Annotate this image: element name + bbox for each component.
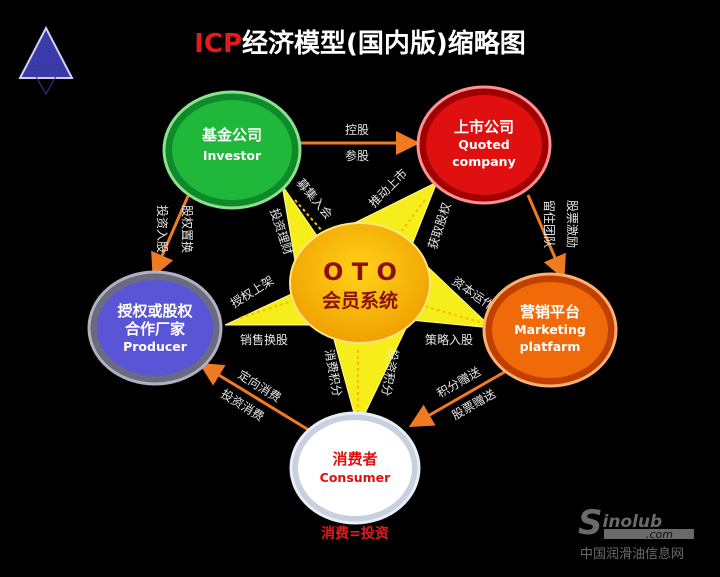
node-label: Consumer xyxy=(320,470,392,485)
footer-formula: 消费=投资 xyxy=(321,525,389,542)
watermark-name: 中国润滑油信息网 xyxy=(580,546,684,562)
center-oto-node[interactable]: O T O 会员系统 xyxy=(289,222,431,344)
edge-label: 股票激励 xyxy=(565,200,579,248)
page-title: ICP经济模型(国内版)缩略图 xyxy=(194,28,526,59)
edge-label: 控股 xyxy=(345,123,369,137)
edge-label: 留住团队 xyxy=(542,200,557,248)
node-label: 授权或股权 xyxy=(117,302,193,320)
watermark-brand: Sinolub xyxy=(578,503,662,543)
node-producer[interactable]: 授权或股权 合作厂家 Producer xyxy=(87,270,223,386)
node-label: platfarm xyxy=(520,339,581,354)
node-label: Quoted xyxy=(458,137,510,152)
node-label: Producer xyxy=(123,339,188,354)
node-marketing-platform[interactable]: 营销平台 Marketing platfarm xyxy=(482,272,618,388)
edge-label: 投资入股 xyxy=(155,205,170,253)
edge-arrows xyxy=(151,131,566,434)
watermark-domain: .com xyxy=(646,528,673,541)
edge-label: 参股 xyxy=(345,148,369,163)
node-label: 营销平台 xyxy=(520,303,580,321)
center-title: O T O xyxy=(323,258,397,286)
center-subtitle: 会员系统 xyxy=(322,289,398,312)
star-label: 获取股权 xyxy=(426,201,454,251)
node-label: 上市公司 xyxy=(454,118,514,136)
star-label: 策略入股 xyxy=(425,332,473,347)
node-label: 合作厂家 xyxy=(124,320,185,338)
node-investor[interactable]: 基金公司 Investor xyxy=(162,90,302,210)
node-label: 消费者 xyxy=(332,450,377,468)
sinolub-watermark: Sinolub .com 中国润滑油信息网 xyxy=(578,503,694,562)
node-label: Marketing xyxy=(514,322,586,337)
star-label: 销售换股 xyxy=(240,332,288,347)
node-label: Investor xyxy=(203,148,262,163)
node-consumer[interactable]: 消费者 Consumer xyxy=(289,411,421,525)
node-label: company xyxy=(452,154,515,169)
edge-label: 股权置换 xyxy=(180,205,194,253)
node-label: 基金公司 xyxy=(201,126,262,144)
triangle-logo-icon xyxy=(18,25,74,96)
node-quoted-company[interactable]: 上市公司 Quoted company xyxy=(416,85,552,205)
